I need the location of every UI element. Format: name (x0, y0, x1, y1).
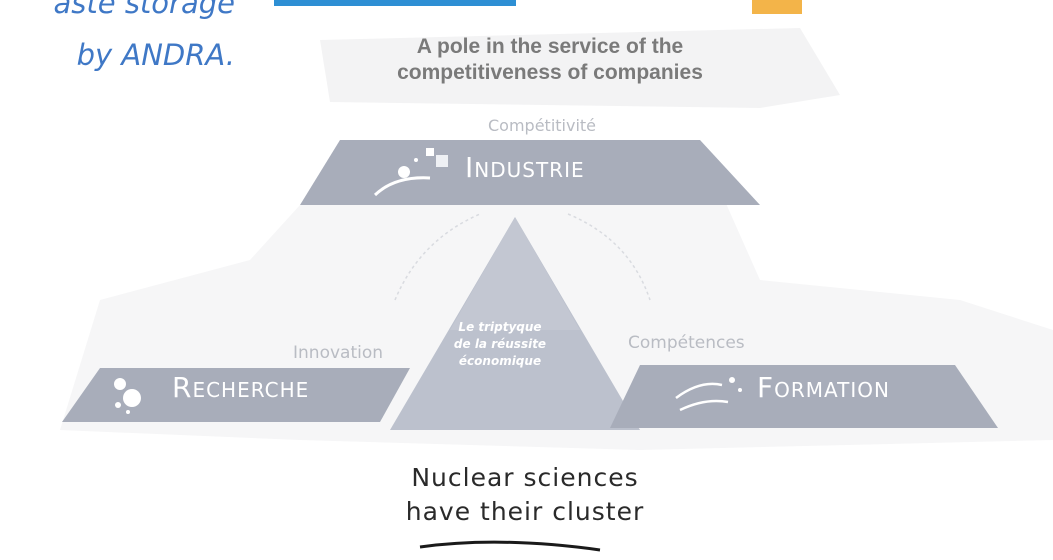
headline: A pole in the service of the competitive… (330, 34, 770, 86)
cycle-arc (394, 213, 481, 301)
innovation-label: Innovation (293, 343, 384, 363)
slogan-line-1: Nuclear sciences (411, 463, 639, 492)
recherche-band (62, 368, 410, 422)
slogan-line-2: have their cluster (405, 497, 645, 526)
caption-line-1: aste storage (53, 0, 235, 20)
center-text-line: économique (458, 354, 542, 368)
industrie-label: Industrie (465, 151, 585, 184)
center-text-line: de la réussite (453, 337, 547, 351)
slogan-underline (419, 540, 601, 552)
header-orange-bar (752, 0, 802, 14)
formation-label: Formation (757, 371, 890, 404)
formation-band (610, 365, 998, 428)
triangle-center-text: Le triptyque de la réussite économique (410, 319, 590, 370)
cycle-arc (567, 213, 651, 301)
headline-line-1: A pole in the service of the (416, 35, 684, 58)
industrie-band (300, 140, 760, 205)
header-blue-bar (274, 0, 516, 6)
recherche-icon (114, 378, 141, 414)
formation-icon (675, 377, 742, 412)
caption-line-2: by ANDRA. (76, 38, 235, 72)
recherche-label: Recherche (172, 371, 310, 404)
competitivite-label: Compétitivité (488, 116, 597, 135)
center-triangle-shade (450, 217, 580, 330)
background-brush-stroke (320, 28, 840, 108)
headline-line-2: competitiveness of companies (397, 61, 703, 84)
competences-label: Compétences (628, 333, 745, 353)
industrie-icon (373, 148, 448, 197)
center-text-line: Le triptyque (458, 320, 542, 334)
